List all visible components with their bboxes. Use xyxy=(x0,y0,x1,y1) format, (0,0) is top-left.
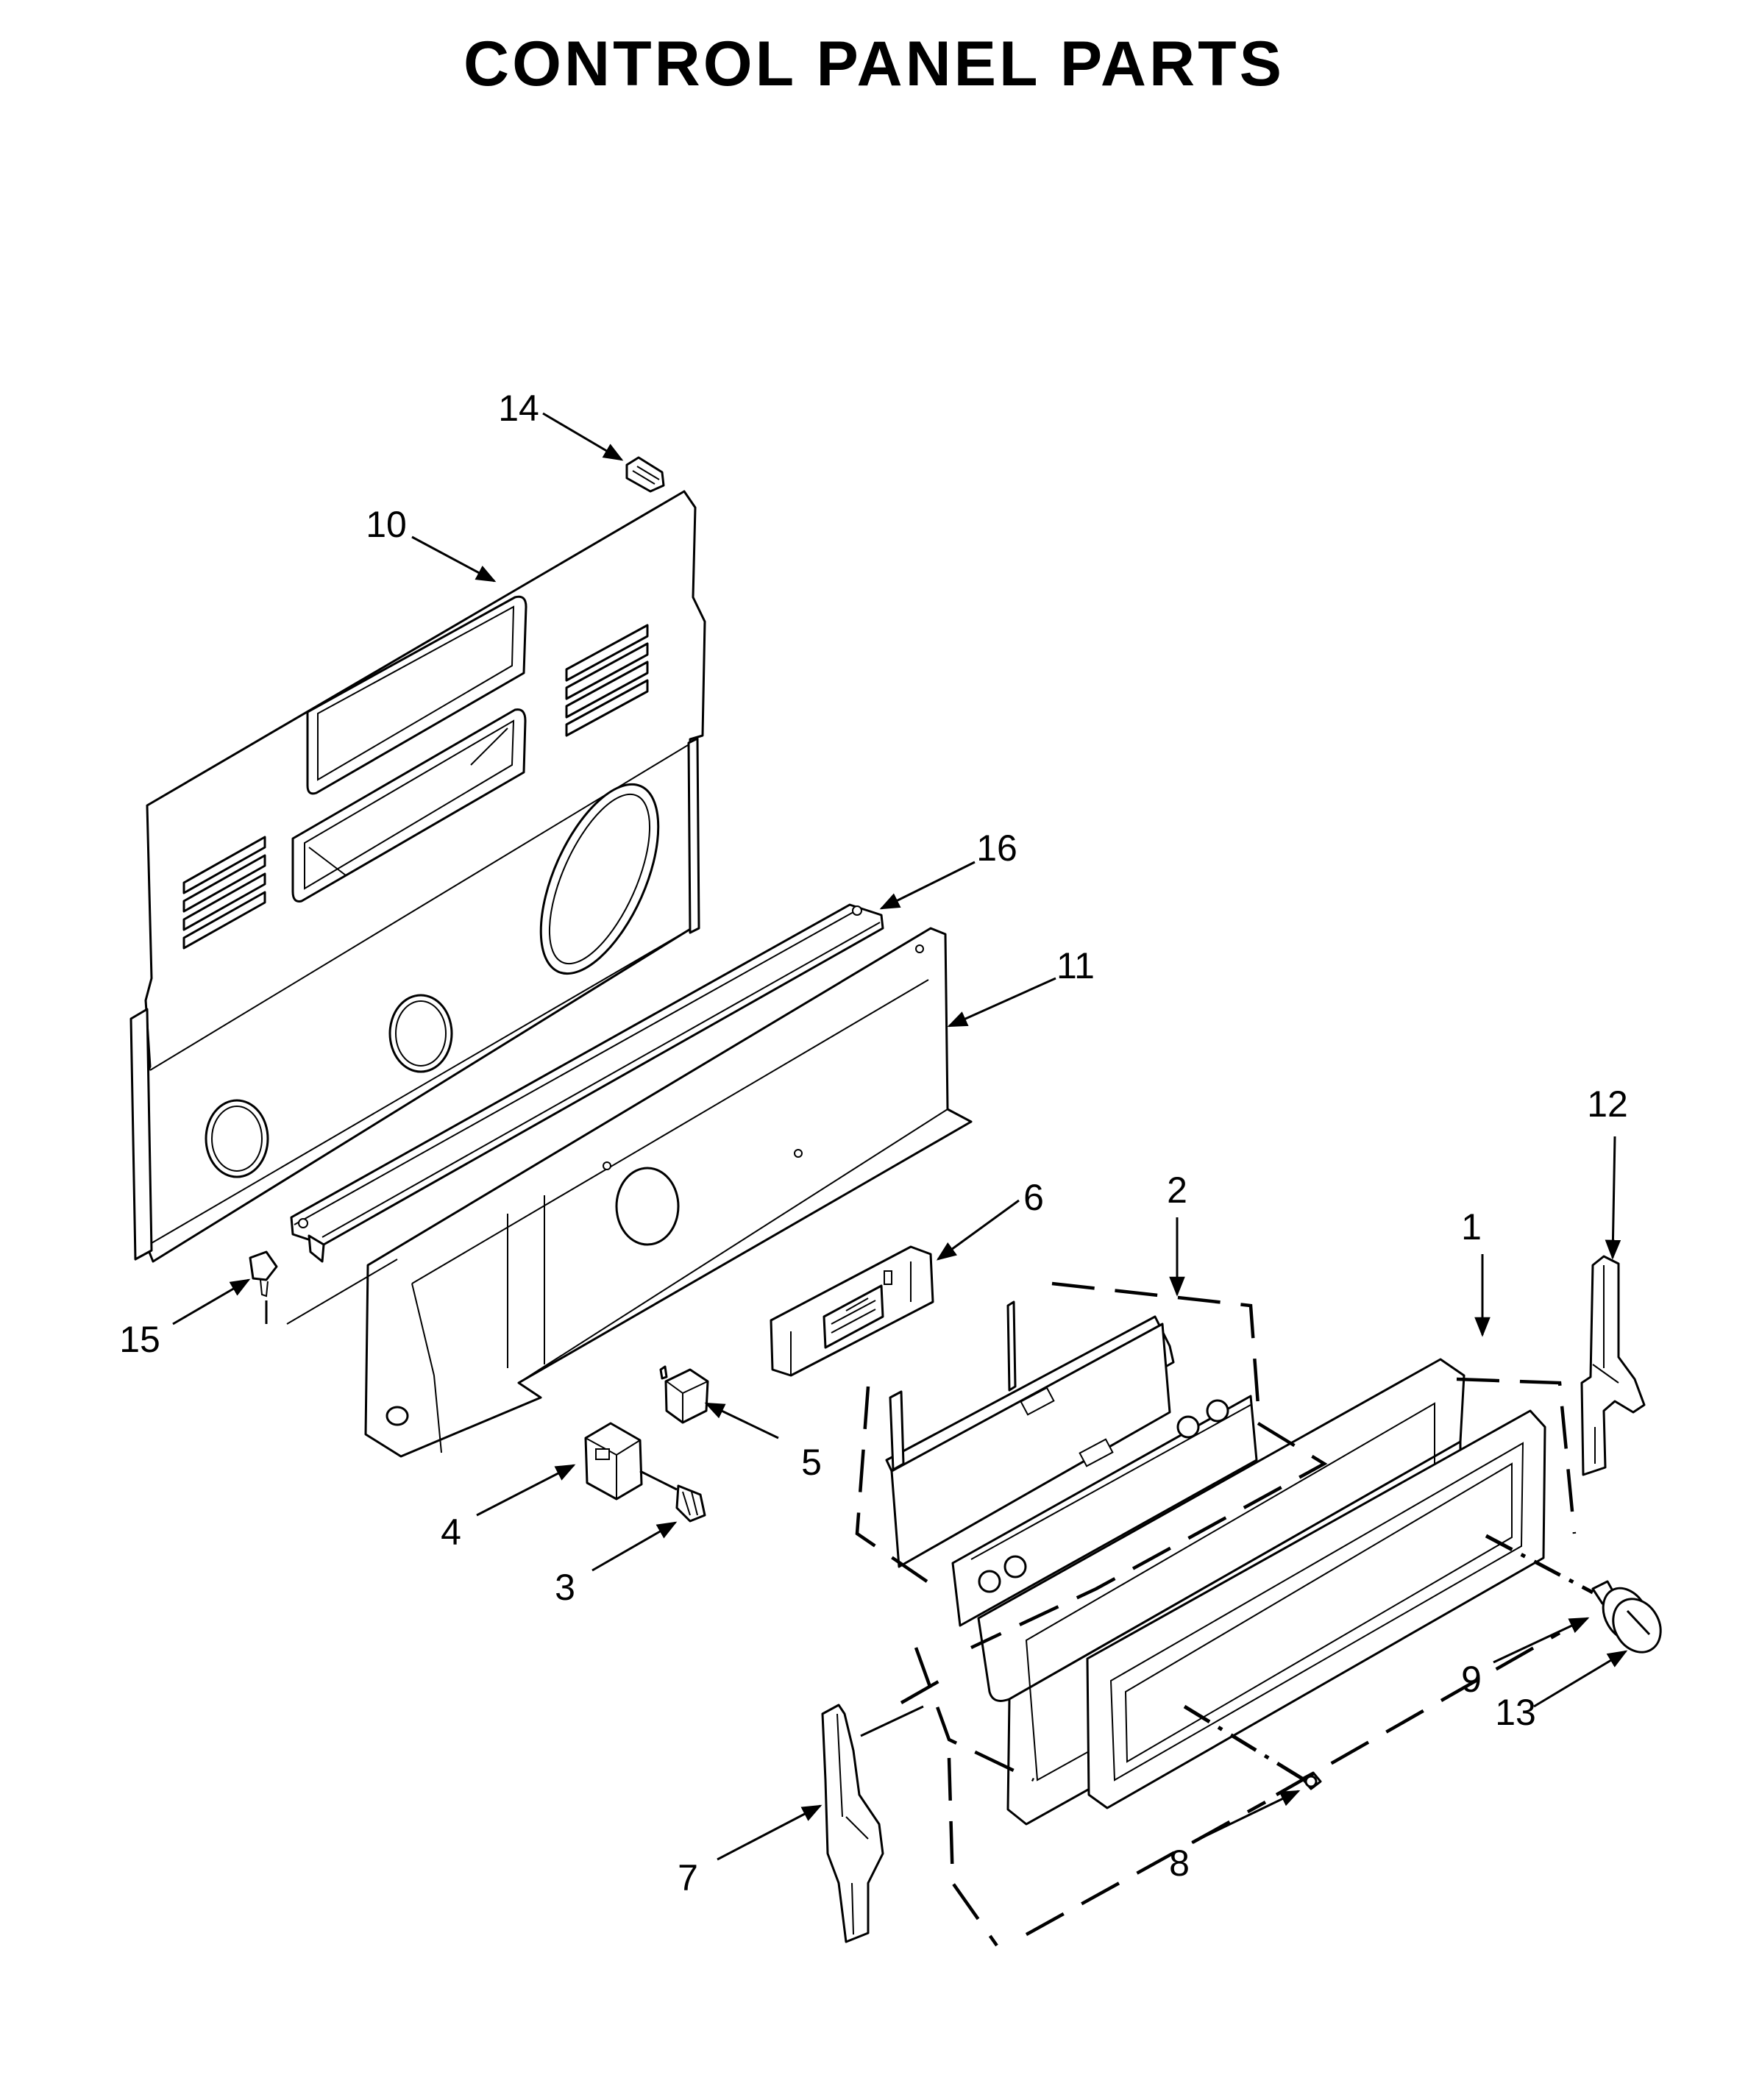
callout-label-2: 2 xyxy=(1167,1170,1187,1211)
callout-label-7: 7 xyxy=(678,1857,698,1898)
callout-label-14: 14 xyxy=(498,388,539,429)
part-electronic-control xyxy=(770,1245,934,1377)
panel-middle-opening xyxy=(291,708,527,903)
callout-label-13: 13 xyxy=(1495,1692,1536,1733)
panel-round-hole xyxy=(205,1099,269,1178)
callout-label-16: 16 xyxy=(976,827,1017,869)
part-screw-switch xyxy=(639,1470,706,1523)
callout-label-4: 4 xyxy=(441,1512,461,1553)
part-right-endcap xyxy=(1580,1255,1646,1476)
callout-label-9: 9 xyxy=(1461,1659,1482,1700)
panel-vents-upper xyxy=(565,624,649,737)
callout-label-6: 6 xyxy=(1023,1177,1044,1218)
callout-label-12: 12 xyxy=(1587,1083,1628,1125)
panel-upper-opening xyxy=(306,595,527,795)
panel-vents-lower xyxy=(182,836,266,950)
callout-label-10: 10 xyxy=(366,504,407,545)
part-screw-top xyxy=(625,456,665,493)
part-bracket-bar xyxy=(290,903,884,1263)
panel-round-hole xyxy=(388,994,453,1073)
panel-oval-opening xyxy=(539,783,660,975)
knob-axis-line xyxy=(1485,1534,1594,1595)
callout-leaders xyxy=(172,412,1628,1861)
callout-label-11: 11 xyxy=(1056,945,1095,986)
part-knob xyxy=(1591,1580,1662,1654)
part-left-endcap xyxy=(821,1704,924,1943)
callout-label-1: 1 xyxy=(1461,1206,1482,1247)
part-console-support xyxy=(364,927,973,1458)
grouping-dashed-outlines xyxy=(855,1281,1577,1947)
callout-label-8: 8 xyxy=(1169,1843,1190,1884)
callout-label-5: 5 xyxy=(801,1442,822,1483)
screw-axis-line xyxy=(1183,1704,1304,1781)
part-rear-console-panel xyxy=(129,490,706,1263)
callout-label-15: 15 xyxy=(119,1319,160,1360)
part-screw-left xyxy=(249,1250,278,1324)
callout-labels: 14 10 16 11 2 6 1 12 15 5 4 3 7 8 9 13 xyxy=(119,388,1628,1898)
part-relay xyxy=(659,1365,709,1424)
part-control-panel-inner xyxy=(885,1300,1258,1627)
part-control-overlay xyxy=(1086,1409,1546,1809)
part-infinite-switch xyxy=(584,1422,643,1501)
callout-label-3: 3 xyxy=(555,1567,575,1608)
diagram-title: CONTROL PANEL PARTS xyxy=(463,29,1285,99)
